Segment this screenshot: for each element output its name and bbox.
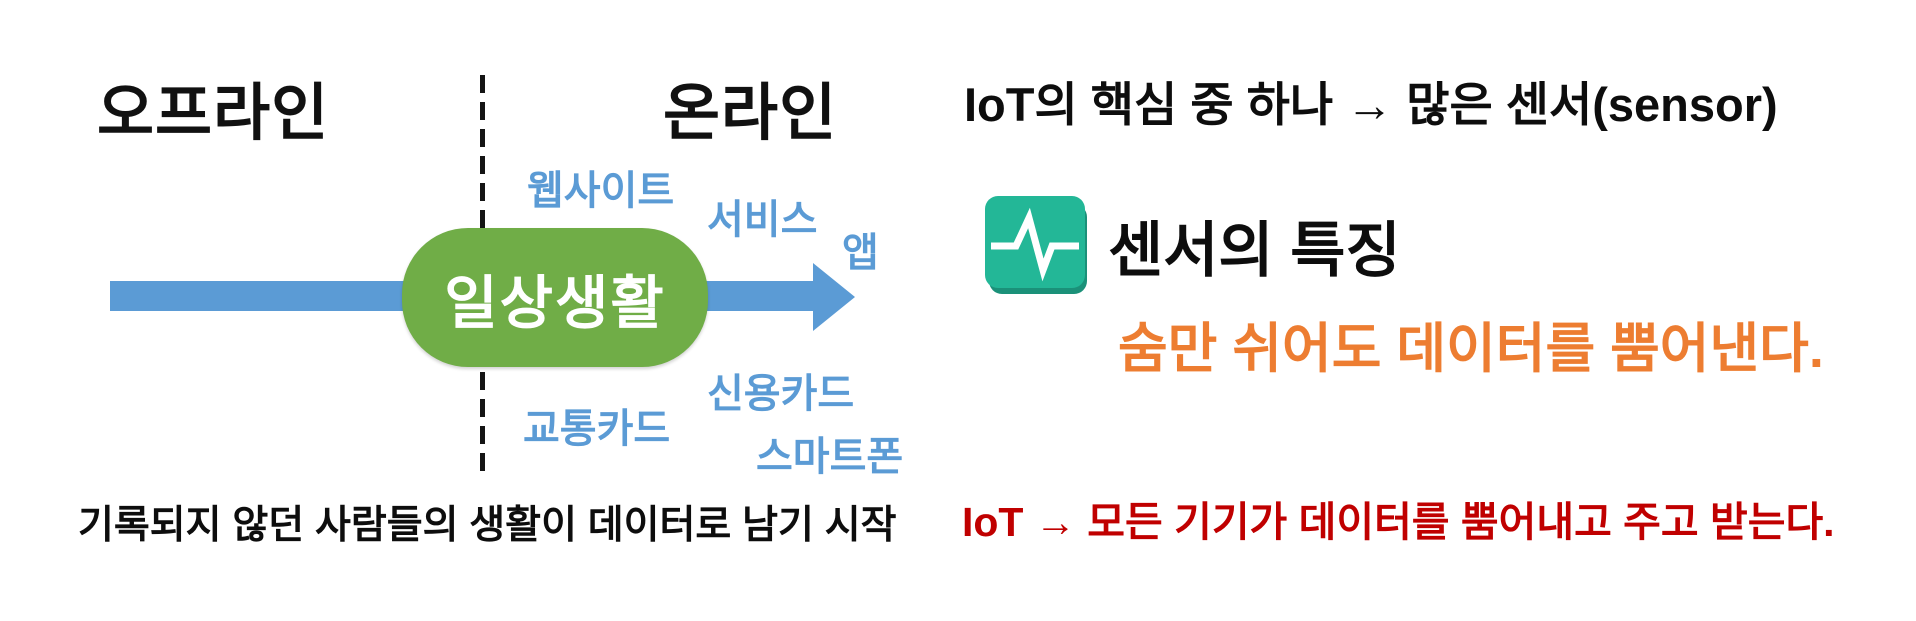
online-item-app: 앱 bbox=[842, 231, 879, 275]
online-item-service: 서비스 bbox=[707, 198, 818, 242]
online-item-transit-card: 교통카드 bbox=[523, 407, 671, 451]
online-item-website: 웹사이트 bbox=[527, 169, 675, 213]
pulse-sensor-icon bbox=[985, 196, 1087, 294]
iot-headline: IoT의 핵심 중 하나 → 많은 센서(sensor) bbox=[964, 78, 1778, 131]
pulse-waveform bbox=[991, 207, 1079, 282]
online-item-smartphone: 스마트폰 bbox=[756, 435, 904, 479]
daily-life-box-label: 일상생활 bbox=[444, 270, 666, 336]
iot-footer-statement: IoT → 모든 기기가 데이터를 뿜어내고 주고 받는다. bbox=[962, 499, 1835, 545]
offline-zone-title: 오프라인 bbox=[97, 79, 330, 148]
online-zone-title: 온라인 bbox=[663, 79, 838, 148]
sensor-section-subtitle: 숨만 쉬어도 데이터를 뿜어낸다. bbox=[1118, 319, 1824, 379]
daily-life-box: 일상생활 bbox=[402, 228, 708, 367]
online-item-credit-card: 신용카드 bbox=[707, 372, 855, 416]
left-diagram-caption: 기록되지 않던 사람들의 생활이 데이터로 남기 시작 bbox=[78, 504, 897, 547]
sensor-section-title: 센서의 특징 bbox=[1108, 217, 1401, 284]
